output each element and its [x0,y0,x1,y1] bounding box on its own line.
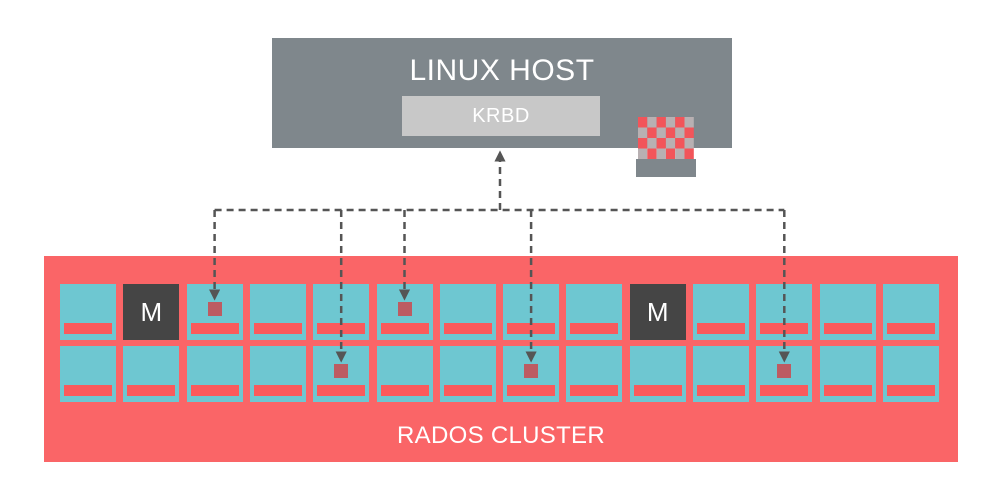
osd-disk [443,323,492,334]
checker-cell [638,138,648,149]
osd-disk [190,385,239,396]
osd-disk [507,323,556,334]
checker-cell [638,148,648,159]
osd-disk [253,385,302,396]
osd-node [60,284,116,340]
checker-cell [656,148,666,159]
checker-cell [684,138,694,149]
osd-disk [190,323,239,334]
osd-disk [760,323,809,334]
osd-disk [823,323,872,334]
osd-disk [570,385,619,396]
osd-disk [823,385,872,396]
osd-node [376,346,433,402]
monitor-node: M [629,284,686,340]
osd-disk [127,385,176,396]
rbd-object [777,364,792,378]
osd-disk [697,323,745,334]
osd-node [439,346,496,402]
osd-node [882,346,939,402]
rados-cluster: M M RADOS CLUSTER [44,256,958,462]
checker-cell [665,138,676,149]
linux-host: LINUX HOST KRBD [272,38,732,148]
rbd-object [524,364,539,378]
rbd-object [207,302,222,316]
osd-node [249,346,306,402]
checker-cell [684,148,694,159]
osd-node [123,346,180,402]
linux-host-title: LINUX HOST [409,54,595,87]
osd-node [819,284,876,340]
osd-node [566,346,623,402]
osd-node [249,284,306,340]
checker-cell [656,138,666,149]
osd-node [566,284,623,340]
osd-node [693,284,749,340]
checker-cell [656,117,666,128]
checker-cell [647,148,657,159]
rados-cluster-label: RADOS CLUSTER [397,422,605,449]
krbd-client: KRBD [402,96,600,136]
osd-disk [64,323,112,334]
osd-disk [697,385,745,396]
osd-disk [380,323,429,334]
osd-node [819,346,876,402]
checker-cell [684,127,694,138]
osd-disk [253,323,302,334]
checker-cell [656,127,666,138]
osd-disk [317,385,366,396]
osd-disk [380,385,429,396]
checker-cell [675,138,685,149]
osd-disk [886,323,935,334]
checker-cell [675,127,685,138]
checker-cell [684,117,694,128]
osd-disk [886,385,935,396]
osd-node [882,284,939,340]
osd-node [629,346,686,402]
osd-node [693,346,749,402]
rbd-object [397,302,412,316]
osd-node [439,284,496,340]
osd-disk [507,385,556,396]
checker-cell [665,148,676,159]
checker-cell [638,127,648,138]
osd-node [60,346,116,402]
checker-cell [647,138,657,149]
checkered-image-icon [636,117,696,177]
monitor-node: M [123,284,180,340]
osd-node [186,346,243,402]
checker-cell [665,117,676,128]
checker-cell [647,127,657,138]
osd-disk [570,323,619,334]
osd-disk [633,385,682,396]
osd-disk [317,323,366,334]
checker-cell [638,117,648,128]
checker-cell [675,117,685,128]
rbd-object [334,364,349,378]
checker-cell [647,117,657,128]
osd-disk [443,385,492,396]
osd-disk [760,385,809,396]
checker-cell [675,148,685,159]
checker-cell [665,127,676,138]
osd-disk [64,385,112,396]
